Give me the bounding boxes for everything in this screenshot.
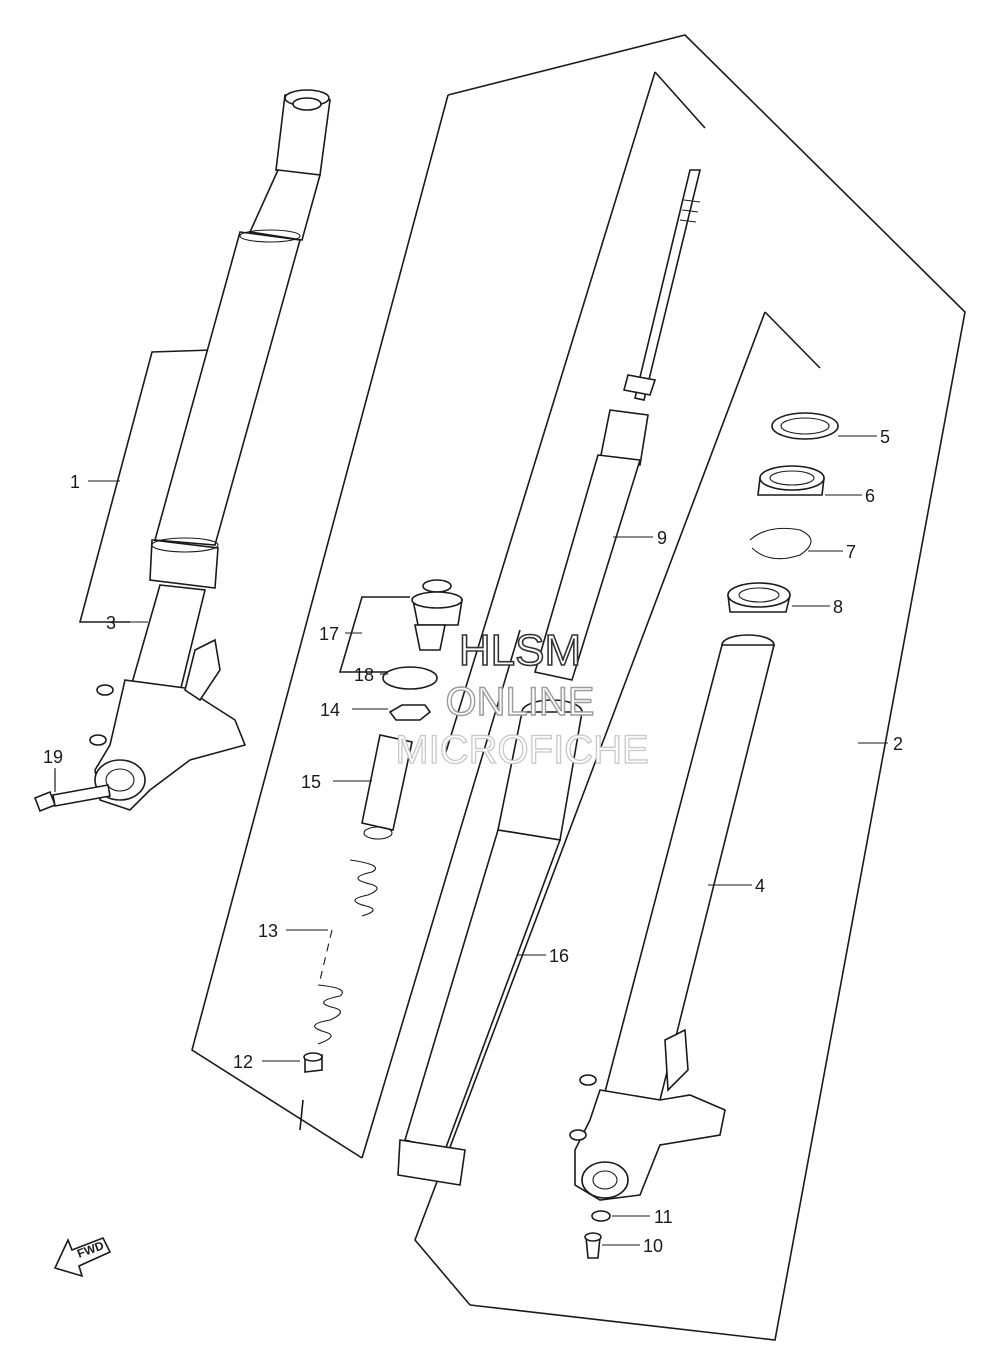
callout-18: 18 xyxy=(354,665,374,685)
damper-rod-9 xyxy=(533,169,702,681)
callout-13: 13 xyxy=(258,921,278,941)
frame-damper-9 xyxy=(299,71,706,1159)
fwd-arrow-icon: FWD xyxy=(53,1236,112,1278)
callout-15: 15 xyxy=(301,772,321,792)
callout-14: 14 xyxy=(320,700,340,720)
nut-12 xyxy=(303,1052,323,1073)
frame-outer-tube-4 xyxy=(414,311,821,1306)
callout-17: 17 xyxy=(319,624,339,644)
watermark-line-2: ONLINE xyxy=(446,680,595,724)
callout-9: 9 xyxy=(657,528,667,548)
bolt-10 xyxy=(584,1232,602,1259)
dust-seal-5 xyxy=(771,412,839,440)
inner-frame-inner-tube xyxy=(191,94,449,1159)
callout-6: 6 xyxy=(865,486,875,506)
washer-8 xyxy=(727,582,792,613)
callout-16: 16 xyxy=(549,946,569,966)
callout-2: 2 xyxy=(893,734,903,754)
callout-11: 11 xyxy=(654,1207,673,1227)
callout-labels: 1 2 3 4 5 6 7 8 9 10 11 12 13 14 15 16 1… xyxy=(43,427,903,1256)
callout-3: 3 xyxy=(106,613,116,633)
leader-lines xyxy=(54,435,888,1246)
callout-5: 5 xyxy=(880,427,890,447)
washer-14 xyxy=(388,704,432,721)
spring-13 xyxy=(314,859,378,1045)
oil-seal-6 xyxy=(757,465,825,496)
outer-tube-4 xyxy=(569,634,776,1201)
callout-4: 4 xyxy=(755,876,765,896)
callout-12: 12 xyxy=(233,1052,253,1072)
callout-8: 8 xyxy=(833,597,843,617)
gasket-11 xyxy=(591,1210,611,1222)
callout-10: 10 xyxy=(643,1236,663,1256)
callout-7: 7 xyxy=(846,542,856,562)
cap-bolt-17 xyxy=(411,579,463,651)
callout-1: 1 xyxy=(70,472,80,492)
watermark-line-3: MICROFICHE xyxy=(395,728,648,772)
stopper-ring-7 xyxy=(749,527,812,560)
watermark-line-1: HLSM xyxy=(459,626,581,675)
front-fork-assy-left xyxy=(89,89,331,811)
watermark: HLSM ONLINE MICROFICHE xyxy=(395,625,650,772)
callout-19: 19 xyxy=(43,747,63,767)
o-ring-18 xyxy=(382,666,438,690)
inner-tube-16 xyxy=(397,699,583,1186)
bracket-17-18 xyxy=(338,596,410,673)
outer-frame-fork-2 xyxy=(447,34,966,1341)
bracket-1-3 xyxy=(78,349,213,623)
spacer-15 xyxy=(361,734,413,840)
